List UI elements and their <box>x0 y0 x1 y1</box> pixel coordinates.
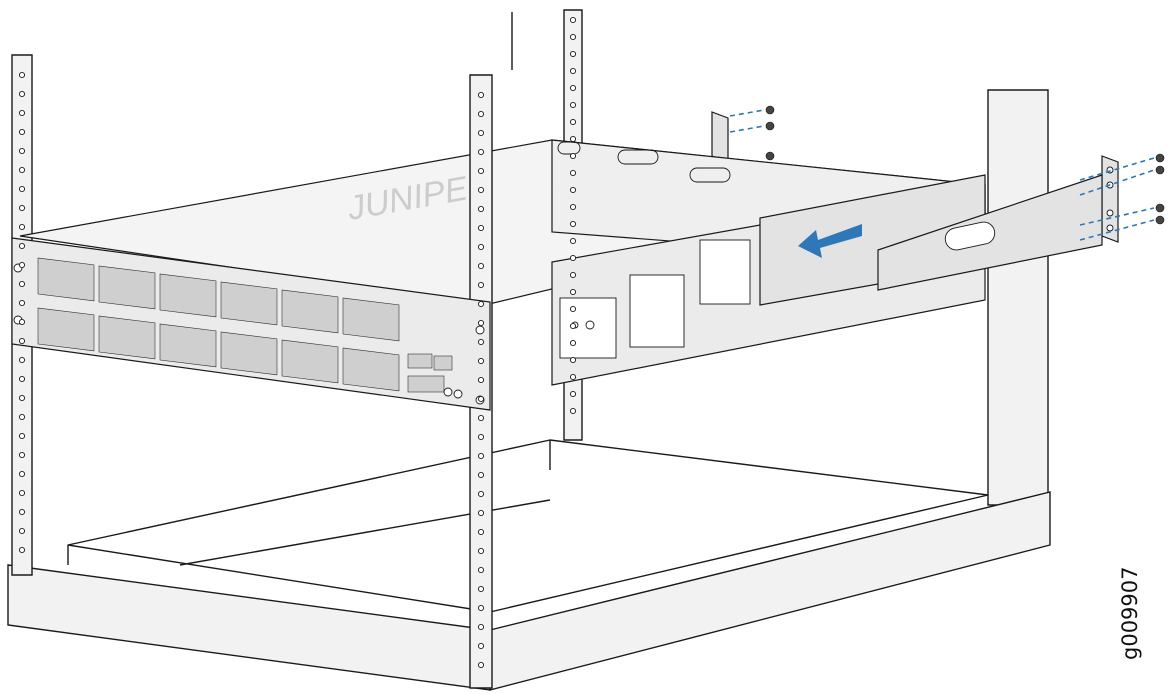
mounting-rail <box>759 174 1103 306</box>
slide-direction-arrow-icon <box>798 224 862 258</box>
rack-post-holes <box>18 16 577 669</box>
rear-right-screws <box>1079 153 1165 241</box>
rear-bracket-left <box>711 111 729 163</box>
rear-bracket-right <box>1101 155 1119 243</box>
qsfp-port-grid <box>37 257 400 392</box>
switch-front-panel <box>11 237 491 411</box>
rear-left-screws <box>729 105 775 161</box>
figure-id-label: g009907 <box>1118 566 1142 661</box>
rear-right-post <box>987 89 1049 506</box>
rack-base-frame <box>7 439 1051 691</box>
